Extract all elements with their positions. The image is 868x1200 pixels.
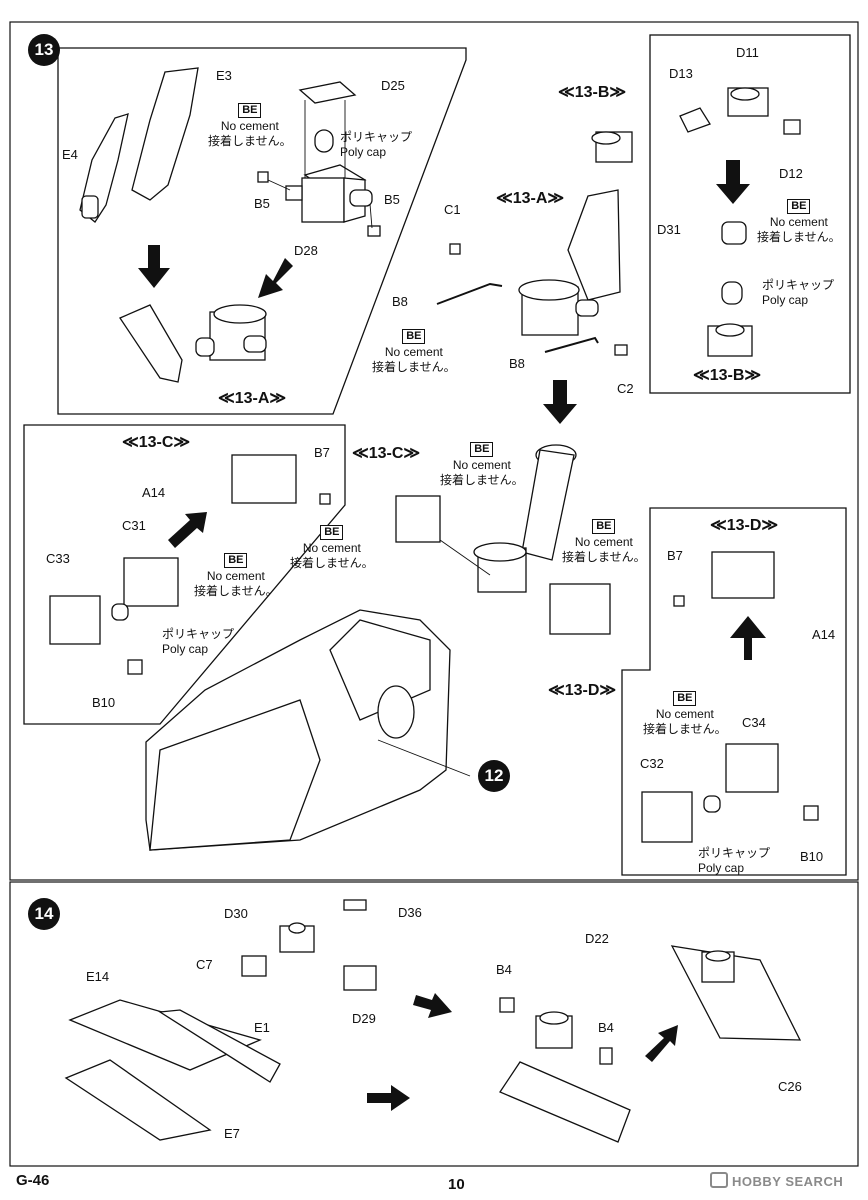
part-label: B8 <box>509 356 525 371</box>
part-label: C1 <box>444 202 461 217</box>
subassembly-13c-label: ≪13-C≫ <box>352 445 421 462</box>
part-label: C26 <box>778 1079 802 1094</box>
part-label: C32 <box>640 756 664 771</box>
part-label: B7 <box>667 548 683 563</box>
part-label: B10 <box>92 695 116 710</box>
watermark: HOBBY SEARCH <box>710 1172 843 1189</box>
part-label: D29 <box>352 1011 376 1026</box>
part-label: B4 <box>496 962 512 977</box>
part-label: B10 <box>800 849 824 864</box>
part-label: D25 <box>381 78 405 93</box>
no-cement-note: BE No cement 接着しません。 <box>290 525 374 570</box>
subassembly-13b-label: ≪13-B≫ <box>693 367 762 384</box>
poly-cap-label: ポリキャップ Poly cap <box>162 627 235 656</box>
no-cement-note: BE No cement 接着しません。 <box>208 103 292 148</box>
part-label: E3 <box>216 68 232 83</box>
part-label: B8 <box>392 294 408 309</box>
no-cement-note: BE No cement 接着しません。 <box>372 329 456 374</box>
watermark-logo-icon <box>710 1172 728 1188</box>
poly-cap-label: ポリキャップ Poly cap <box>698 846 771 875</box>
part-label: E14 <box>86 969 110 984</box>
part-label: C33 <box>46 551 70 566</box>
subassembly-13d-label: ≪13-D≫ <box>710 517 779 534</box>
part-label: D12 <box>779 166 803 181</box>
no-cement-note: BE No cement 接着しません。 <box>194 553 278 598</box>
part-label: D36 <box>398 905 422 920</box>
part-label: D11 <box>736 45 759 60</box>
no-cement-note: BE No cement 接着しません。 <box>440 442 524 487</box>
part-label: A14 <box>812 627 836 642</box>
step-13-number: 13 <box>28 34 60 66</box>
step-14-number: 14 <box>28 898 60 930</box>
part-label: C34 <box>742 715 766 730</box>
part-label: D28 <box>294 243 318 258</box>
part-label: C2 <box>617 381 634 396</box>
subassembly-13d-label: ≪13-D≫ <box>548 682 617 699</box>
part-label: B7 <box>314 445 330 460</box>
step-12-reference: 12 <box>478 760 510 792</box>
subassembly-13a-label: ≪13-A≫ <box>218 390 287 407</box>
part-label: B5 <box>254 196 270 211</box>
page-code: G-46 <box>16 1172 50 1189</box>
subassembly-13a-label: ≪13-A≫ <box>496 190 565 207</box>
poly-cap-label: ポリキャップ Poly cap <box>340 130 413 159</box>
part-label: E1 <box>254 1020 270 1035</box>
no-cement-note: BE No cement 接着しません。 <box>757 199 841 244</box>
part-label: D22 <box>585 931 609 946</box>
no-cement-note: BE No cement 接着しません。 <box>643 691 727 736</box>
part-label: D13 <box>669 66 693 81</box>
subassembly-13b-label: ≪13-B≫ <box>558 84 627 101</box>
poly-cap-label: ポリキャップ Poly cap <box>762 278 835 307</box>
part-label: A14 <box>142 485 166 500</box>
part-label: B4 <box>598 1020 614 1035</box>
part-label: B5 <box>384 192 400 207</box>
part-label: C31 <box>122 518 146 533</box>
part-label: D31 <box>657 222 681 237</box>
subassembly-13c-label: ≪13-C≫ <box>122 434 191 451</box>
page-number: 10 <box>448 1176 465 1193</box>
part-label: D30 <box>224 906 248 921</box>
part-label: E4 <box>62 147 78 162</box>
part-label: C7 <box>196 957 213 972</box>
part-label: E7 <box>224 1126 240 1141</box>
no-cement-note: BE No cement 接着しません。 <box>562 519 646 564</box>
